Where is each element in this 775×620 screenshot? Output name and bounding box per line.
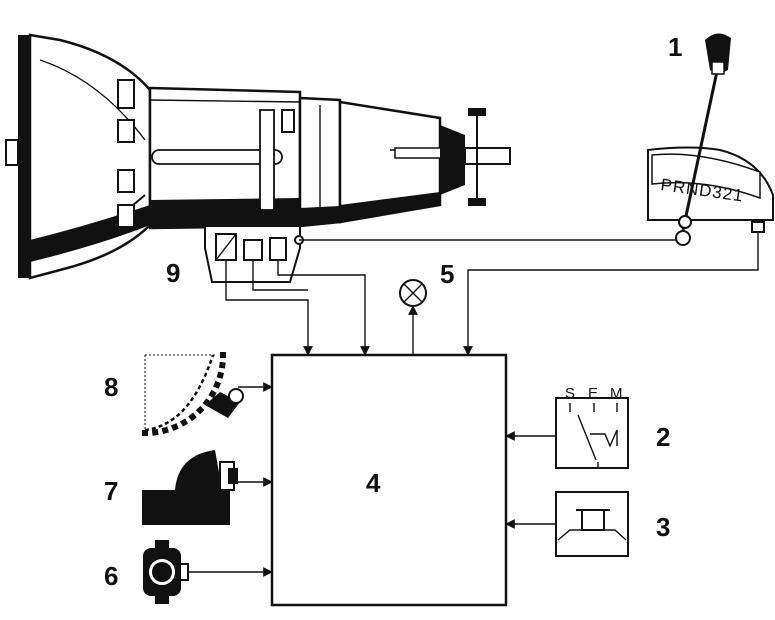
wheel-tooth — [195, 405, 205, 415]
speed-sensor-icon — [142, 352, 244, 436]
wheel-tooth — [216, 371, 225, 379]
callout-3: 3 — [656, 512, 670, 542]
throttle-sensor-icon — [142, 450, 238, 525]
callout-5: 5 — [440, 259, 454, 289]
callout-4: 4 — [366, 468, 381, 498]
kickdown-switch-icon — [555, 491, 629, 557]
wheel-tooth — [208, 389, 217, 399]
program-switch-label-s: S — [565, 385, 575, 402]
wheel-tooth — [220, 352, 226, 358]
control-unit-box — [270, 353, 508, 607]
wheel-tooth — [218, 361, 226, 369]
callout-1: 1 — [668, 32, 682, 62]
wheel-tooth — [188, 412, 197, 422]
pressure-sensor-icon — [143, 540, 189, 604]
program-switch-label-e: E — [588, 385, 598, 402]
selector-lever: PRND321 — [647, 33, 774, 246]
wheel-tooth — [151, 428, 159, 436]
signal-lines — [187, 232, 759, 577]
callout-6: 6 — [104, 561, 118, 591]
wheel-tooth — [161, 426, 169, 435]
program-switch-icon: S E M — [555, 385, 629, 469]
callout-8: 8 — [104, 372, 118, 402]
callout-9: 9 — [166, 258, 180, 288]
wheel-tooth — [213, 380, 221, 389]
warning-lamp-icon — [399, 279, 427, 307]
wheel-tooth — [142, 430, 148, 436]
wheel-tooth — [179, 418, 189, 427]
callout-2: 2 — [656, 422, 670, 452]
transmission-housing — [5, 33, 511, 283]
program-switch-label-m: M — [610, 385, 623, 402]
wheel-tooth — [170, 423, 179, 431]
callout-7: 7 — [104, 476, 118, 506]
